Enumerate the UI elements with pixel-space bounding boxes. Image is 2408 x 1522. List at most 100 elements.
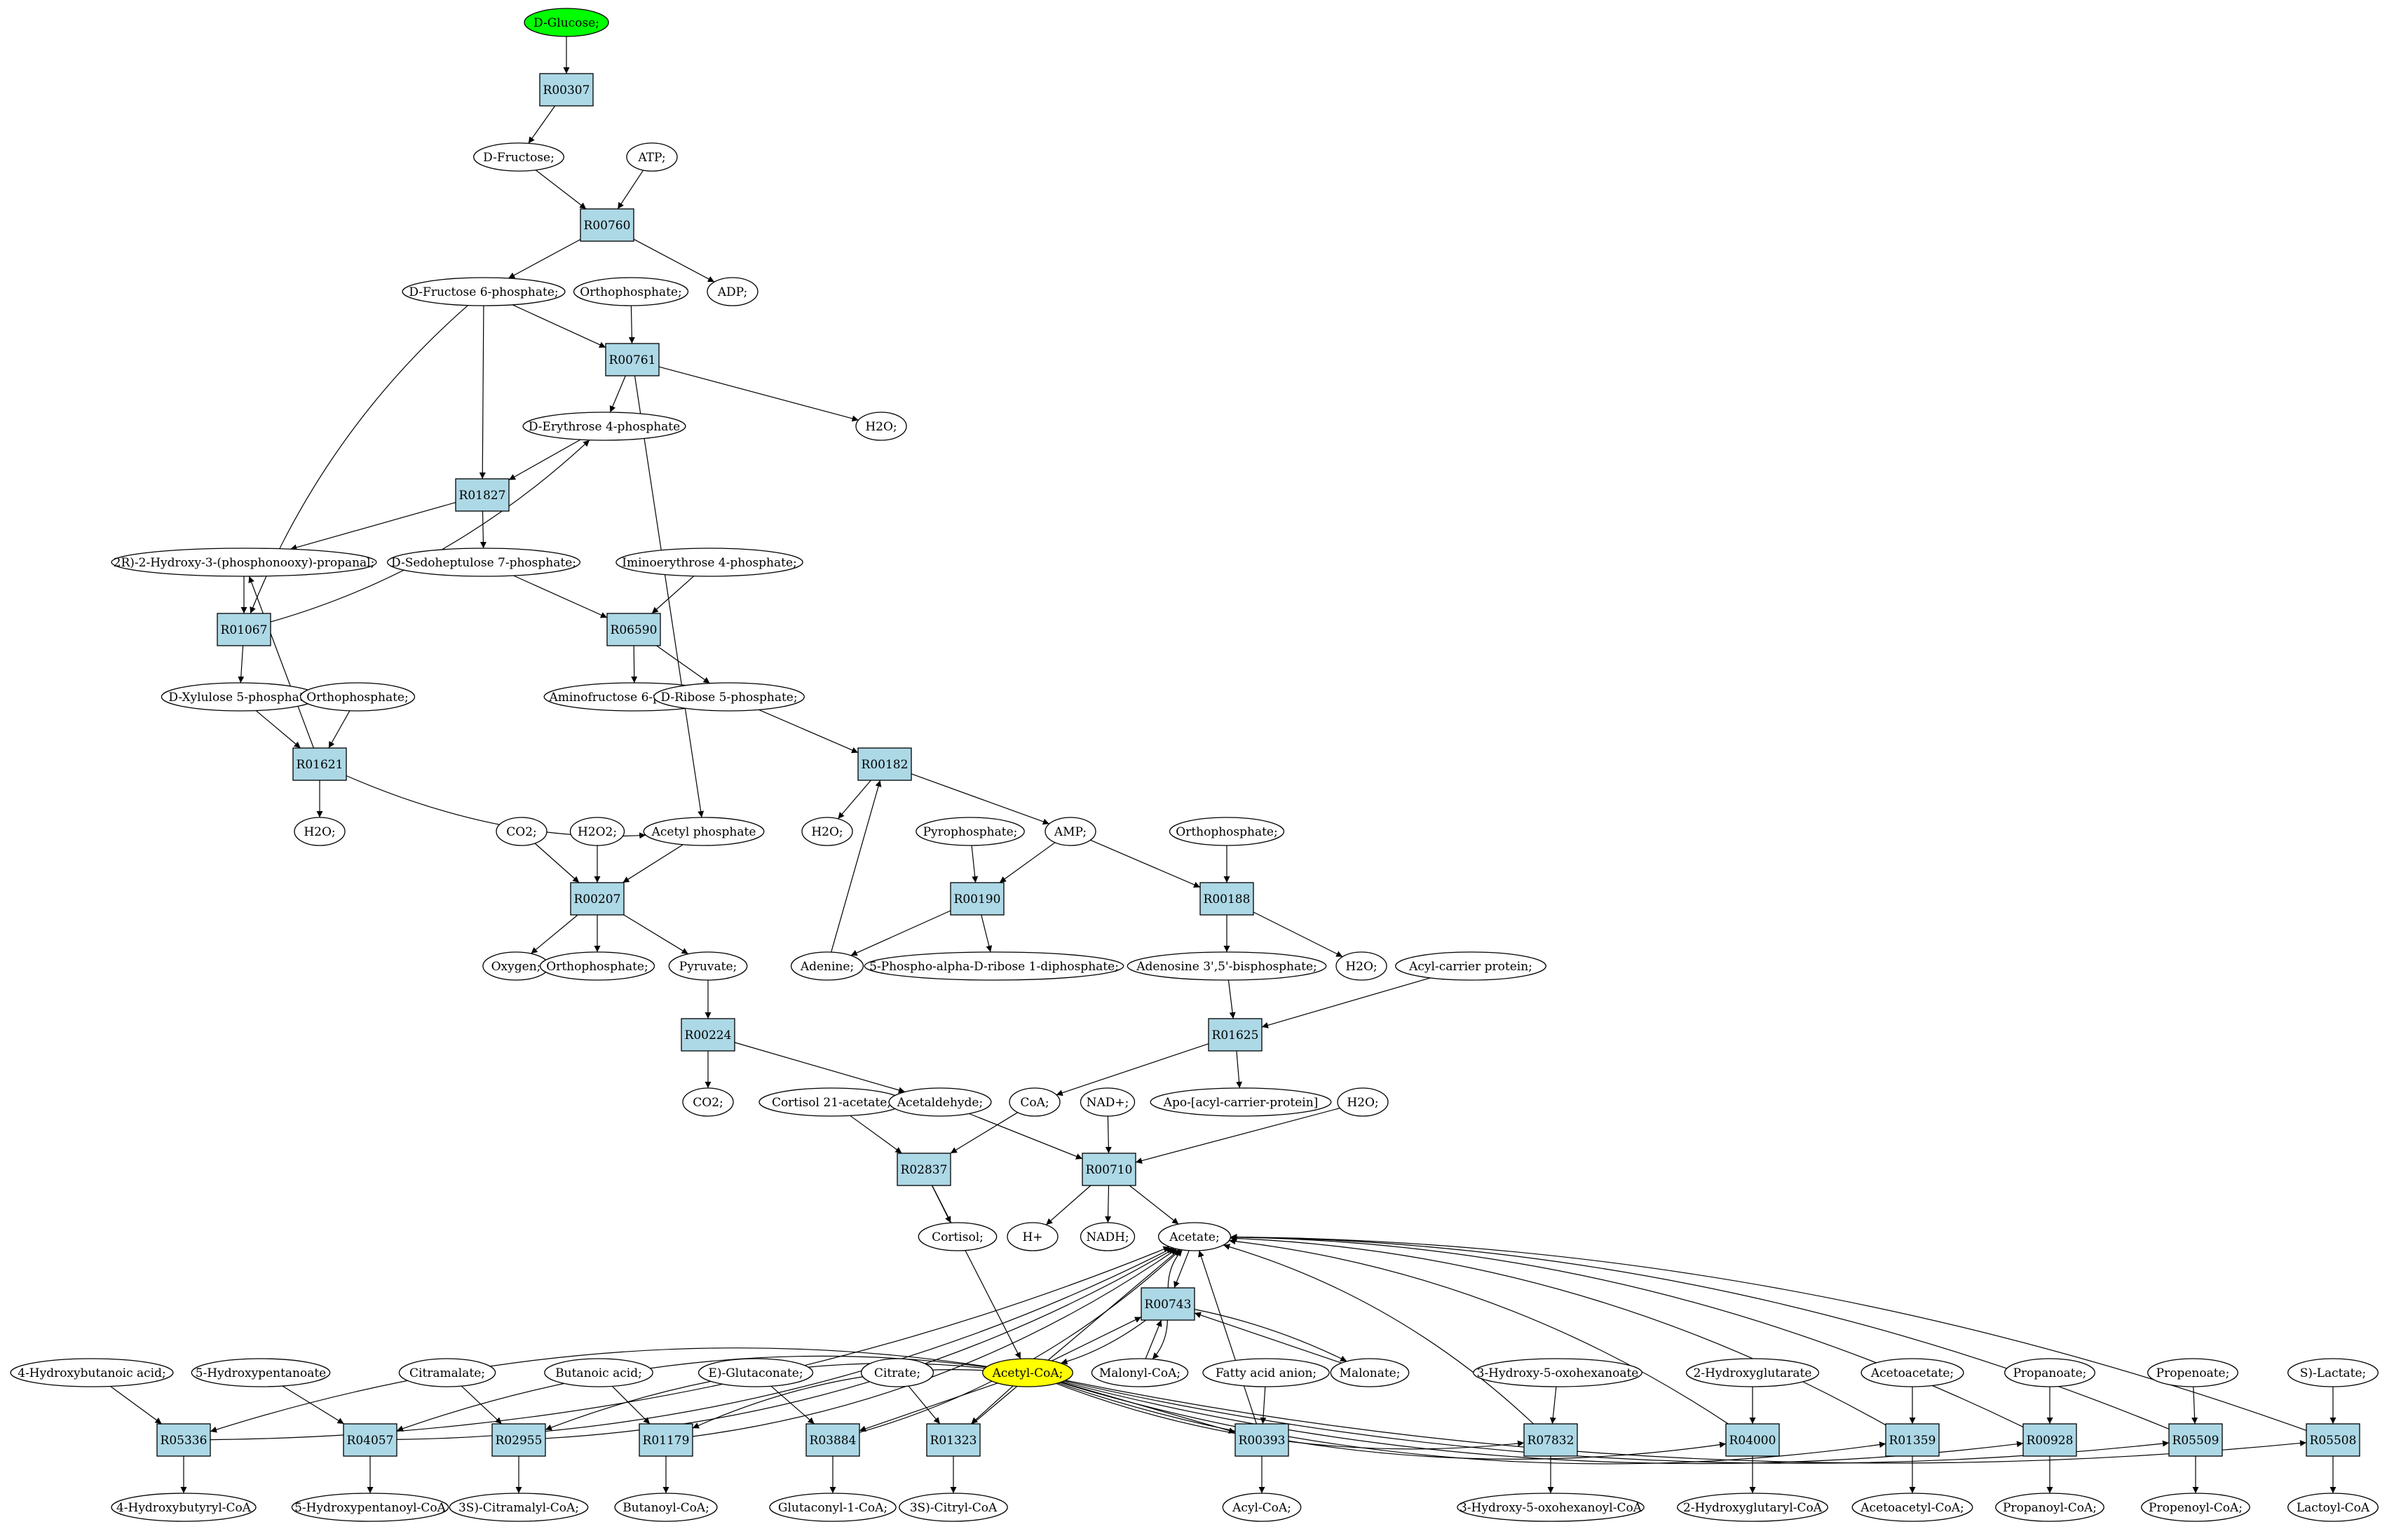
reaction-node-r03884[interactable]: R03884 — [805, 1423, 860, 1457]
compound-node-h2o2[interactable]: H2O2; — [569, 817, 625, 846]
compound-node-propenoylcoa[interactable]: Propenoyl-CoA; — [2141, 1493, 2250, 1522]
reaction-node-r06590[interactable]: R06590 — [606, 613, 661, 646]
compound-node-co2b[interactable]: CO2; — [682, 1087, 734, 1117]
compound-node-butanoylcoa[interactable]: Butanoyl-CoA; — [614, 1493, 718, 1522]
compound-node-acetoacetate[interactable]: Acetoacetate; — [1861, 1358, 1964, 1387]
compound-node-acetate[interactable]: Acetate; — [1157, 1222, 1232, 1251]
compound-ellipse — [1995, 1493, 2104, 1522]
compound-node-adp[interactable]: ADP; — [707, 277, 759, 306]
compound-node-hbcoa[interactable]: 4-Hydroxybutyryl-CoA — [111, 1493, 257, 1522]
compound-node-x5p[interactable]: D-Xylulose 5-phosphate — [161, 682, 319, 712]
compound-node-lactate[interactable]: S)-Lactate; — [2287, 1358, 2379, 1387]
compound-node-citramalate[interactable]: Citramalate; — [398, 1358, 496, 1387]
compound-node-amp[interactable]: AMP; — [1045, 817, 1096, 846]
reaction-node-r01323[interactable]: R01323 — [926, 1423, 981, 1457]
compound-node-acp[interactable]: Acyl-carrier protein; — [1395, 951, 1546, 981]
reaction-node-r05508[interactable]: R05508 — [2306, 1423, 2360, 1457]
reaction-node-r01827[interactable]: R01827 — [455, 478, 510, 512]
compound-node-citramalylcoa[interactable]: 3S)-Citramalyl-CoA; — [449, 1493, 589, 1522]
reaction-node-r01067[interactable]: R01067 — [217, 613, 271, 646]
compound-node-atp[interactable]: ATP; — [626, 142, 678, 172]
reaction-node-r00928[interactable]: R00928 — [2022, 1423, 2077, 1457]
compound-node-orthod[interactable]: Orthophosphate; — [539, 951, 655, 981]
compound-node-pap[interactable]: Adenosine 3',5'-bisphosphate; — [1127, 951, 1327, 981]
compound-node-fattyacid[interactable]: Fatty acid anion; — [1202, 1358, 1330, 1387]
compound-node-pyruvate[interactable]: Pyruvate; — [668, 951, 748, 981]
reaction-node-r00743[interactable]: R00743 — [1141, 1287, 1195, 1321]
compound-node-h2oa[interactable]: H2O; — [855, 412, 907, 441]
compound-node-glucose[interactable]: D-Glucose; — [524, 8, 609, 37]
compound-node-adenine[interactable]: Adenine; — [790, 951, 864, 981]
compound-node-citrylcoa[interactable]: 3S)-Citryl-CoA — [899, 1493, 1008, 1522]
reaction-node-r00710[interactable]: R00710 — [1082, 1153, 1136, 1186]
compound-node-e4p[interactable]: D-Erythrose 4-phosphate — [522, 412, 686, 441]
compound-node-co2a[interactable]: CO2; — [496, 817, 547, 846]
compound-node-hglut[interactable]: 2-Hydroxyglutarate — [1685, 1358, 1820, 1387]
compound-node-propenoate[interactable]: Propenoate; — [2147, 1358, 2238, 1387]
compound-node-cortisol[interactable]: Cortisol; — [918, 1222, 998, 1251]
reaction-node-r00761[interactable]: R00761 — [605, 343, 660, 376]
compound-node-hoxohexcoa[interactable]: 3-Hydroxy-5-oxohexanoyl-CoA — [1457, 1493, 1645, 1522]
compound-node-hpcoa[interactable]: 5-Hydroxypentanoyl-CoA — [291, 1493, 449, 1522]
reaction-node-r00224[interactable]: R00224 — [681, 1018, 735, 1052]
compound-node-malonylcoa[interactable]: Malonyl-CoA; — [1091, 1358, 1189, 1387]
compound-node-orthoc[interactable]: Orthophosphate; — [1169, 817, 1285, 846]
reaction-node-r00207[interactable]: R00207 — [570, 882, 625, 916]
compound-node-glutaconate[interactable]: E)-Glutaconate; — [698, 1358, 814, 1387]
reaction-node-r04000[interactable]: R04000 — [1725, 1423, 1780, 1457]
compound-node-propanoate[interactable]: Propanoate; — [2004, 1358, 2095, 1387]
compound-node-prpp[interactable]: 5-Phospho-alpha-D-ribose 1-diphosphate; — [864, 951, 1124, 981]
compound-node-nad[interactable]: NAD+; — [1080, 1087, 1136, 1117]
compound-node-ppi[interactable]: Pyrophosphate; — [916, 817, 1025, 846]
compound-node-lactoylcoa[interactable]: Lactoyl-CoA — [2287, 1493, 2379, 1522]
compound-node-r5p[interactable]: D-Ribose 5-phosphate; — [653, 682, 805, 712]
reaction-node-r05509[interactable]: R05509 — [2168, 1423, 2223, 1457]
compound-node-hplus[interactable]: H+ — [1007, 1222, 1059, 1251]
compound-node-orthoa[interactable]: Orthophosphate; — [573, 277, 689, 306]
reaction-node-r00188[interactable]: R00188 — [1199, 882, 1254, 916]
reaction-node-r02837[interactable]: R02837 — [897, 1153, 951, 1186]
compound-node-acetylcoa[interactable]: Acetyl-CoA; — [982, 1358, 1073, 1387]
compound-node-hpent[interactable]: 5-Hydroxypentanoate — [191, 1358, 331, 1387]
compound-node-hglutcoa[interactable]: 2-Hydroxyglutaryl-CoA — [1677, 1493, 1828, 1522]
reaction-node-r07832[interactable]: R07832 — [1523, 1423, 1578, 1457]
reaction-node-r00307[interactable]: R00307 — [539, 73, 594, 107]
compound-node-acetoacetylcoa[interactable]: Acetoacetyl-CoA; — [1851, 1493, 1973, 1522]
compound-node-butanoic[interactable]: Butanoic acid; — [544, 1358, 653, 1387]
reaction-node-r05336[interactable]: R05336 — [156, 1423, 211, 1457]
reaction-node-r00393[interactable]: R00393 — [1234, 1423, 1289, 1457]
compound-node-s7p[interactable]: D-Sedoheptulose 7-phosphate; — [386, 548, 581, 577]
compound-node-g3p[interactable]: 2R)-2-Hydroxy-3-(phosphonooxy)-propanal; — [111, 548, 377, 577]
reaction-node-r00760[interactable]: R00760 — [580, 208, 634, 242]
compound-node-acetylp[interactable]: Acetyl phosphate — [643, 817, 765, 846]
compound-node-coa[interactable]: CoA; — [1009, 1087, 1061, 1117]
compound-node-cortacet[interactable]: Cortisol 21-acetate; — [759, 1087, 904, 1117]
compound-node-citrate[interactable]: Citrate; — [860, 1358, 934, 1387]
reaction-node-r00182[interactable]: R00182 — [857, 747, 912, 781]
compound-node-nadh[interactable]: NADH; — [1080, 1222, 1136, 1251]
reaction-node-r01359[interactable]: R01359 — [1885, 1423, 1940, 1457]
reaction-node-r01179[interactable]: R01179 — [639, 1423, 693, 1457]
compound-node-glutaconylcoa[interactable]: Glutaconyl-1-CoA; — [769, 1493, 897, 1522]
compound-node-fructose[interactable]: D-Fructose; — [473, 142, 564, 172]
compound-node-h2oc[interactable]: H2O; — [801, 817, 853, 846]
compound-node-propanoylcoa[interactable]: Propanoyl-CoA; — [1995, 1493, 2104, 1522]
compound-node-f6p[interactable]: D-Fructose 6-phosphate; — [402, 277, 566, 306]
reaction-node-r02955[interactable]: R02955 — [491, 1423, 546, 1457]
compound-node-malonate[interactable]: Malonate; — [1330, 1358, 1410, 1387]
reaction-node-r04057[interactable]: R04057 — [343, 1423, 397, 1457]
compound-node-h2od[interactable]: H2O; — [1335, 951, 1387, 981]
reaction-node-r01625[interactable]: R01625 — [1208, 1018, 1263, 1052]
compound-node-orthob[interactable]: Orthophosphate; — [299, 682, 416, 712]
compound-node-apoacp[interactable]: Apo-[acyl-carrier-protein] — [1150, 1087, 1332, 1117]
compound-node-acetald[interactable]: Acetaldehyde; — [888, 1087, 992, 1117]
reaction-node-r01621[interactable]: R01621 — [292, 747, 347, 781]
compound-node-hoxohex[interactable]: 3-Hydroxy-5-oxohexanoate — [1473, 1358, 1642, 1387]
reaction-node-r00190[interactable]: R00190 — [950, 882, 1005, 916]
compound-node-h2oe[interactable]: H2O; — [1337, 1087, 1389, 1117]
compound-node-hba[interactable]: 4-Hydroxybutanoic acid; — [10, 1358, 174, 1387]
compound-node-acylcoa[interactable]: Acyl-CoA; — [1222, 1493, 1302, 1522]
compound-node-oxygen[interactable]: Oxygen; — [482, 951, 550, 981]
compound-node-h2ob[interactable]: H2O; — [294, 817, 346, 846]
compound-node-imino[interactable]: Iminoerythrose 4-phosphate; — [615, 548, 803, 577]
